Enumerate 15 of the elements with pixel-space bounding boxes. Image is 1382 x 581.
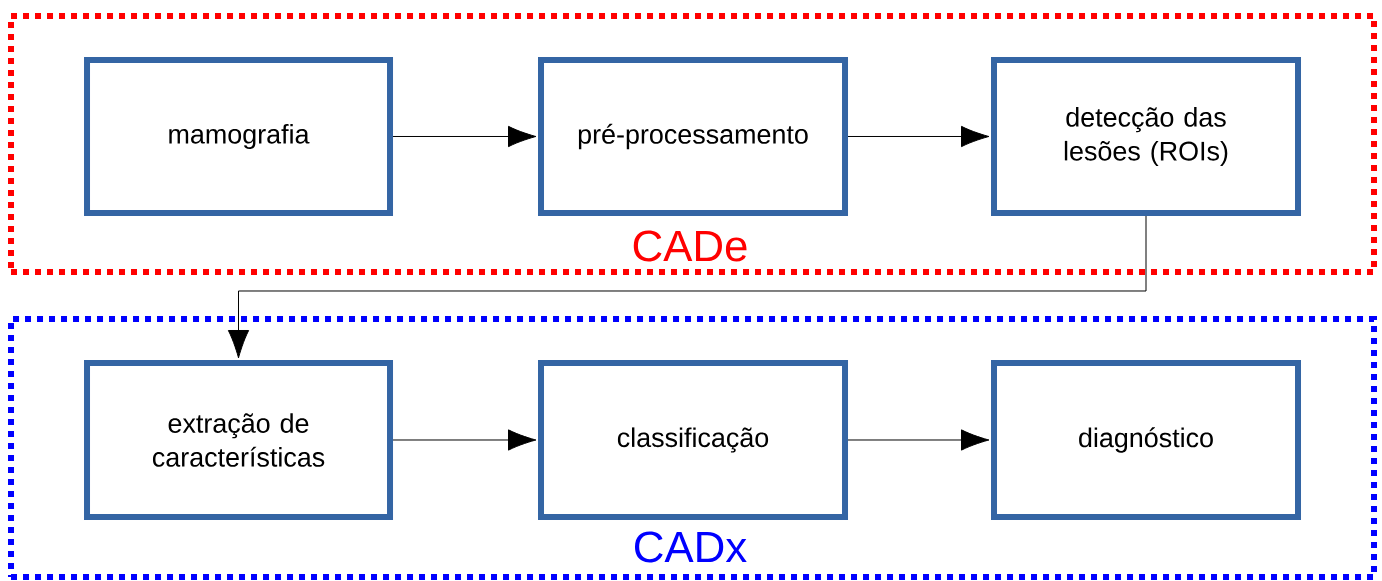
- process-box: pré-processamento: [538, 57, 848, 216]
- arrow: [227, 215, 1147, 359]
- arrow: [847, 125, 990, 148]
- group-frame: [8, 316, 1377, 580]
- process-box: extração de características: [84, 360, 393, 520]
- group-label: CADx: [635, 531, 747, 563]
- process-box: classificação: [538, 360, 848, 520]
- process-box: mamografia: [84, 57, 393, 216]
- group-frame: [8, 13, 1377, 275]
- arrow: [392, 125, 537, 148]
- arrow: [847, 429, 990, 451]
- group-label: CADe: [633, 230, 747, 262]
- process-box: diagnóstico: [991, 360, 1301, 520]
- arrow: [392, 429, 537, 451]
- process-box: detecção das lesões (ROIs): [991, 57, 1301, 216]
